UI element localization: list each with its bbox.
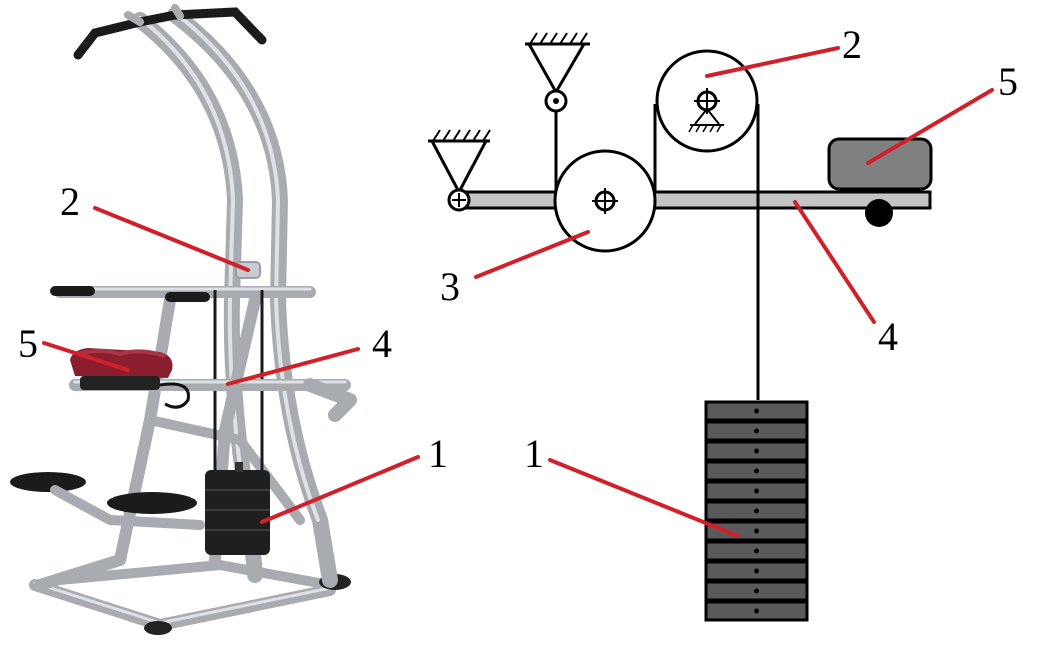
pullup-handles (73, 4, 267, 60)
machine-illustration: 2 5 4 1 (10, 4, 448, 635)
photo-leader-seat (42, 341, 130, 372)
photo-leader-pulley (93, 206, 250, 272)
schematic-leader-roller (474, 230, 590, 279)
schematic-label-pulley: 2 (842, 22, 862, 67)
fixed-support-top (525, 32, 590, 192)
schematic-label-lever: 4 (878, 314, 898, 359)
machine-uprights (34, 7, 338, 591)
schematic-leader-pulley (705, 46, 840, 78)
dip-bar (50, 286, 316, 302)
fixed-support-left (428, 129, 491, 196)
weight-plate-pin-hole (754, 528, 759, 534)
weight-plate-pin-hole (754, 448, 759, 454)
weight-plate-pin-hole (754, 588, 759, 594)
photo-label-pulley: 2 (60, 179, 80, 224)
weight-plate-pin-hole (754, 608, 759, 614)
schematic-weight-stack (704, 400, 809, 622)
schematic-label-weight-stack: 1 (524, 431, 544, 476)
machine-foot-pads (10, 472, 205, 530)
schematic-leader-seat (866, 88, 994, 165)
schematic-label-roller: 3 (440, 264, 460, 309)
lever-pivot-left (447, 188, 471, 212)
schematic-roller (553, 149, 657, 253)
schematic-label-seat: 5 (998, 59, 1018, 104)
weight-plate-pin-hole (754, 488, 759, 494)
weight-plate-pin-hole (754, 508, 759, 514)
photo-label-weight-stack: 1 (428, 431, 448, 476)
schematic-leader-lever (793, 200, 876, 324)
machine-schematic: 2 5 3 4 1 (428, 22, 1018, 622)
schematic-leader-weight-stack (548, 458, 740, 538)
machine-weight-stack (205, 462, 270, 555)
weight-plate-pin-hole (754, 548, 759, 554)
weight-plate-pin-hole (754, 468, 759, 474)
schematic-cable (653, 104, 760, 400)
photo-label-seat: 5 (18, 321, 38, 366)
schematic-pulley (655, 49, 759, 153)
photo-label-lever: 4 (372, 321, 392, 366)
photo-leader-weight-stack (260, 455, 420, 524)
photo-leader-lever (226, 347, 360, 386)
weight-plate-pin-hole (754, 568, 759, 574)
machine-seat (70, 348, 190, 409)
schematic-lever-bar (456, 190, 932, 210)
weight-plate-pin-hole (754, 428, 759, 434)
schematic-seat (827, 137, 933, 227)
weight-plate-pin-hole (754, 408, 759, 414)
